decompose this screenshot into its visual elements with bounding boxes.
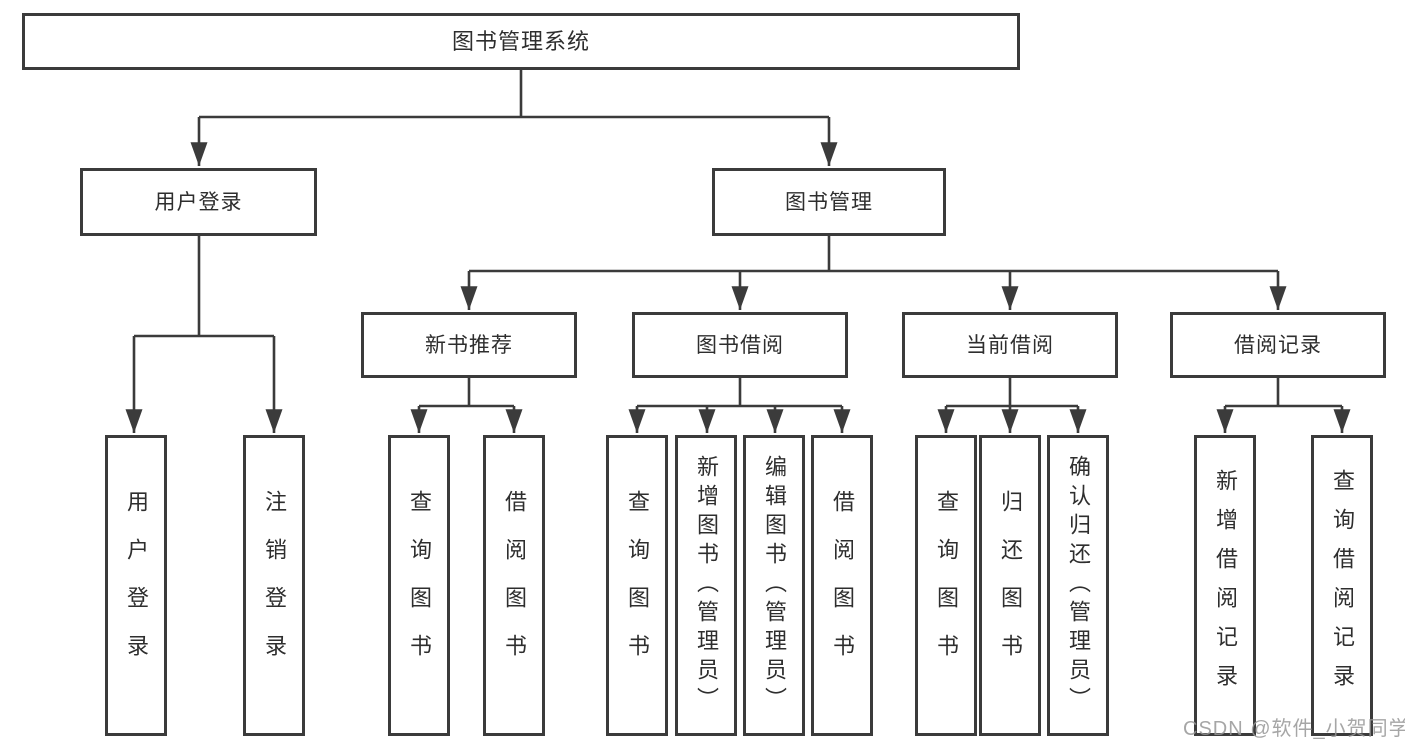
- leaf-query-books-borrow: 查询图书: [606, 435, 668, 736]
- leaf-query-books-newb: 查询图书: [388, 435, 450, 736]
- leaf-query-books-current: 查询图书: [915, 435, 977, 736]
- node-borrowing-records: 借阅记录: [1170, 312, 1386, 378]
- node-book-management: 图书管理: [712, 168, 946, 236]
- leaf-confirm-return-admin: 确认归还（管理员）: [1047, 435, 1109, 736]
- leaf-query-borrow-record: 查询借阅记录: [1311, 435, 1373, 736]
- node-user-login-label: 用户登录: [154, 190, 243, 214]
- node-user-login: 用户登录: [80, 168, 317, 236]
- leaf-user-login: 用户登录: [105, 435, 167, 736]
- leaf-edit-books-admin-label: 编辑图书（管理员）: [762, 455, 787, 716]
- leaf-add-borrow-record: 新增借阅记录: [1194, 435, 1256, 736]
- leaf-return-books-label: 归还图书: [998, 489, 1023, 682]
- leaf-borrow-books-newb-label: 借阅图书: [502, 489, 527, 682]
- leaf-logout: 注销登录: [243, 435, 305, 736]
- leaf-query-books-newb-label: 查询图书: [407, 489, 432, 682]
- node-new-book-recommend-label: 新书推荐: [425, 333, 513, 357]
- node-book-borrowing-label: 图书借阅: [696, 333, 784, 357]
- leaf-borrow-books: 借阅图书: [811, 435, 873, 736]
- leaf-borrow-books-label: 借阅图书: [830, 489, 855, 682]
- node-library-system: 图书管理系统: [22, 13, 1020, 70]
- leaf-edit-books-admin: 编辑图书（管理员）: [743, 435, 805, 736]
- node-library-system-label: 图书管理系统: [451, 28, 590, 54]
- leaf-user-login-label: 用户登录: [124, 489, 149, 682]
- node-new-book-recommend: 新书推荐: [361, 312, 577, 378]
- node-current-borrowing: 当前借阅: [902, 312, 1118, 378]
- leaf-add-books-admin: 新增图书（管理员）: [675, 435, 737, 736]
- leaf-query-books-borrow-label: 查询图书: [625, 489, 650, 682]
- node-book-borrowing: 图书借阅: [632, 312, 848, 378]
- leaf-confirm-return-admin-label: 确认归还（管理员）: [1066, 455, 1091, 716]
- leaf-query-books-current-label: 查询图书: [934, 489, 959, 682]
- leaf-borrow-books-newb: 借阅图书: [483, 435, 545, 736]
- leaf-return-books: 归还图书: [979, 435, 1041, 736]
- csdn-watermark: CSDN @软件_小贺同学: [1183, 718, 1405, 740]
- leaf-logout-label: 注销登录: [262, 489, 287, 682]
- leaf-add-books-admin-label: 新增图书（管理员）: [694, 455, 719, 716]
- node-current-borrowing-label: 当前借阅: [966, 333, 1054, 357]
- node-book-management-label: 图书管理: [785, 190, 873, 214]
- leaf-query-borrow-record-label: 查询借阅记录: [1330, 468, 1355, 703]
- leaf-add-borrow-record-label: 新增借阅记录: [1213, 468, 1238, 703]
- node-borrowing-records-label: 借阅记录: [1234, 333, 1322, 357]
